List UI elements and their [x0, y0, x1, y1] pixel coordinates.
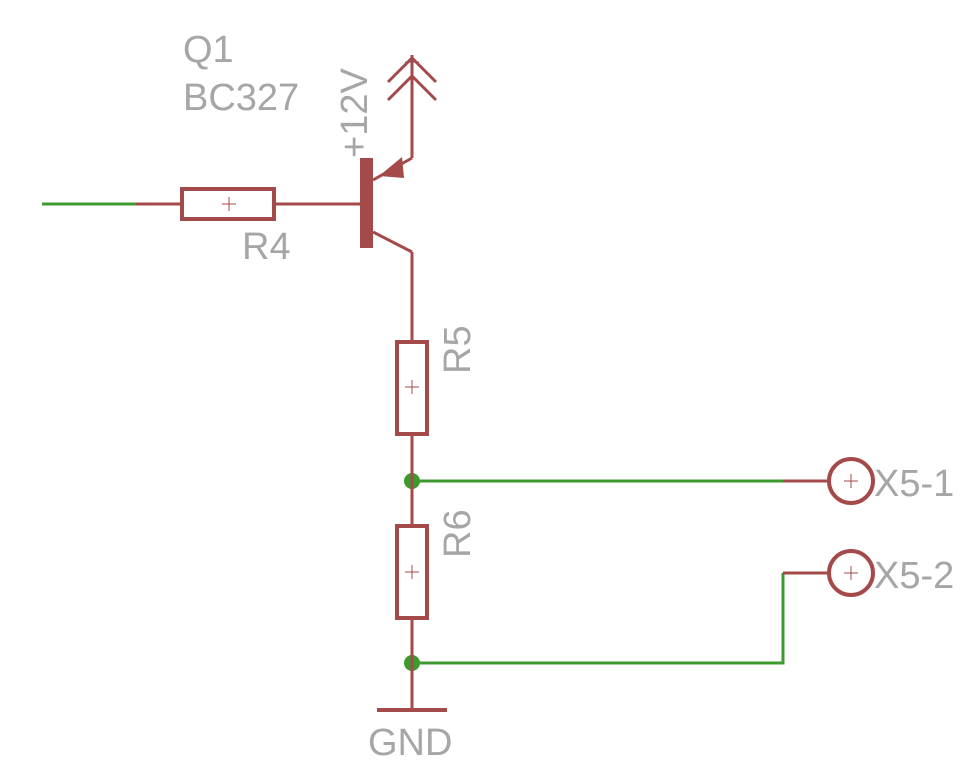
transistor-q1	[360, 156, 413, 254]
x5-1-name-label: X5-1	[874, 463, 954, 505]
r6-name-label: R6	[437, 509, 479, 558]
supply-label: +12V	[334, 68, 376, 158]
resistor-r5	[395, 340, 429, 481]
r5-name-label: R5	[437, 325, 479, 374]
resistor-r6	[395, 481, 429, 710]
resistor-r4	[136, 187, 365, 221]
gnd-label: GND	[368, 722, 452, 764]
x5-2-net-wire	[412, 573, 785, 665]
r4-name-label: R4	[242, 226, 291, 268]
supply-symbol	[386, 55, 438, 158]
q1-name-label: Q1	[183, 29, 234, 71]
connector-pad-x5-2	[783, 549, 875, 597]
x5-2-name-label: X5-2	[874, 555, 954, 597]
q1-value-label: BC327	[183, 77, 299, 119]
connector-pad-x5-1	[783, 457, 875, 505]
